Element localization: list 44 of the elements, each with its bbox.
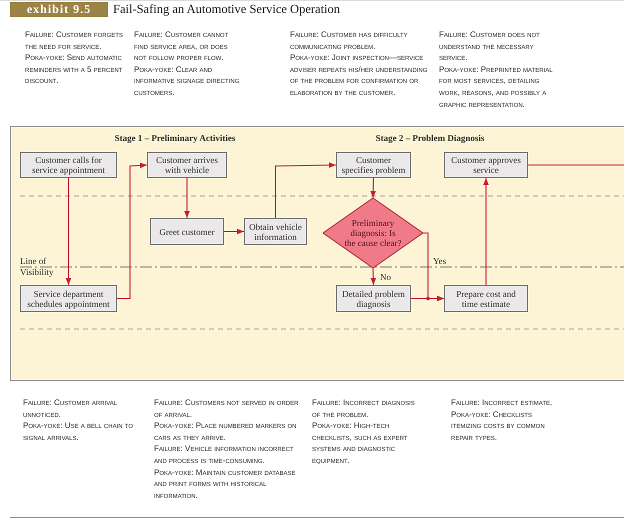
note-text: Failure: Customer arrival unnoticed. (23, 397, 118, 420)
process-box: Customer arrives with vehicle (147, 152, 227, 178)
note-text: Failure: Incorrect diagnosis of the problem. (312, 397, 416, 420)
process-box: Greet customer (150, 218, 224, 245)
arrow (370, 178, 376, 198)
note-text: Failure: Incorrect estimate. (451, 397, 554, 409)
note-text: Poka-yoke: Send automatic reminders with a 5 percent discount. (25, 52, 124, 87)
process-box: Customer approves service (444, 152, 528, 178)
arrow (184, 178, 190, 218)
note-text: Failure: Customer forgets the need for service. (25, 29, 124, 52)
process-box: Detailed problem diagnosis (336, 285, 411, 312)
process-box: Customer specifies problem (336, 152, 411, 178)
stage-heading: Stage 1 – Preliminary Activities (114, 133, 236, 143)
arrow (370, 268, 376, 286)
process-box: Prepare cost and time estimate (444, 285, 528, 312)
decision-text: Preliminary diagnosis: Is the cause clear? (344, 218, 402, 248)
title: Fail-Safing an Automotive Service Operation (113, 2, 340, 17)
note-text: Poka-yoke: Place numbered markers on cars as they arrive. (154, 420, 298, 444)
arrow (117, 162, 148, 300)
note-text: Poka-yoke: Joint inspection—service adviser repeats his/her understanding of the problem for confirmation or elaboration by the customer. (290, 52, 428, 99)
note-text: Poka-yoke: Use a bell chain to signal arrivals. (23, 420, 134, 444)
note-text: Failure: Customer does not understand the necessary service. (439, 29, 541, 64)
note-text: Poka-yoke: Clear and informative signage directing customers. (134, 64, 240, 99)
arrow (411, 296, 444, 302)
arrow (274, 162, 336, 218)
note-text: Poka-yoke: Checklists itemizing costs by common repair types. (451, 408, 546, 444)
edge-label: No (379, 272, 392, 282)
stage-heading: Stage 2 – Problem Diagnosis (376, 133, 484, 143)
note-text: Failure: Customer cannot find service area, or does not follow proper flow. (134, 29, 230, 64)
process-box: Service department schedules appointment (20, 285, 117, 312)
note-text: Failure: Customers not served in order of arrival. (154, 397, 300, 420)
note-text: Failure: Customer has difficulty communicating problem. (290, 29, 409, 52)
note-text: Poka-yoke: High-tech checklists, such as expert systems and diagnostic equipment. (312, 420, 408, 467)
note-text: Failure: Vehicle information incorrect and process is time-consuming. (154, 443, 295, 467)
line-of-visibility-label: Line of Visibility (20, 256, 54, 278)
process-box: Obtain vehicle information (244, 218, 307, 245)
arrow (66, 178, 72, 285)
exhibit-badge: exhibit 9.5 (10, 2, 108, 17)
arrow (483, 178, 489, 285)
arrow (224, 228, 244, 234)
edge-label: Yes (432, 256, 448, 266)
note-text: Poka-yoke: Preprinted material for most services, detailing work, reasons, and possibly a graphic representation. (439, 64, 554, 110)
process-box: Customer calls for service appointment (20, 152, 117, 178)
note-text: Poka-yoke: Maintain customer database and print forms with historical information. (154, 466, 296, 502)
